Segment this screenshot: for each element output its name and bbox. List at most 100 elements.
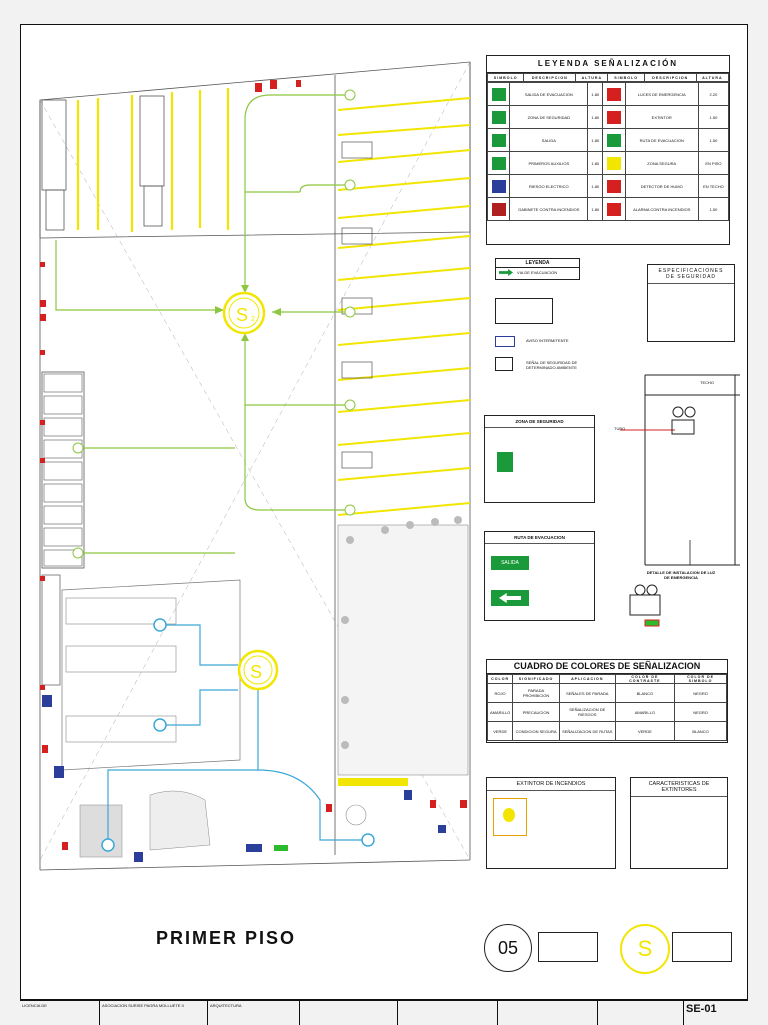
svg-text:S: S: [236, 305, 248, 325]
evacuation-routes-blue: [107, 624, 365, 845]
legend-description: ZONA DE SEGURIDAD: [509, 105, 589, 129]
colores-cell: AMARILLO: [614, 702, 676, 722]
leyenda-title: LEYENDA: [496, 259, 579, 268]
header-altura: ALTURA: [575, 73, 609, 82]
colores-cell: SEÑALIZACION DE RUTAS: [558, 721, 616, 741]
legend-height: 1.80: [587, 128, 604, 152]
sign-icon: [491, 202, 506, 216]
sign-icon: [606, 202, 621, 216]
ruta-evacuacion-title: RUTA DE EVACUACION: [485, 532, 594, 544]
legend-symbol: [486, 82, 511, 106]
note-box: [495, 298, 553, 324]
legend-symbol: [602, 105, 626, 129]
svg-text:S: S: [250, 662, 262, 682]
safety-signs: [40, 80, 467, 850]
header-altura-2: ALTURA: [695, 73, 730, 82]
header-simbolo: SIMBOLO: [486, 73, 525, 82]
legend-symbol: [486, 128, 511, 152]
legend-height: 1.80: [587, 174, 604, 198]
legend-description: DETECTOR DE HUMO: [624, 174, 699, 198]
colores-cell: VERDE: [614, 721, 676, 741]
legend-description: LUCES DE EMERGENCIA: [624, 82, 699, 106]
legend-symbol: [602, 197, 626, 221]
legend-table-title: LEYENDA SEÑALIZACIÓN: [487, 56, 729, 73]
yellow-strip: [338, 778, 408, 786]
parking-stripes-top: [76, 88, 230, 232]
detalle-tubo: TUBO: [614, 426, 626, 431]
colores-cell: BLANCO: [614, 683, 676, 703]
leyenda-box: LEYENDA VIA DE EVACUACION: [495, 258, 580, 280]
s-marker: S: [620, 924, 670, 974]
legend-symbol: [602, 82, 626, 106]
legend-height: 1.80: [587, 197, 604, 221]
title-block-specialty: ARQUITECTURA: [208, 1001, 300, 1025]
legend-description: SALIDA DE EVACUACION: [509, 82, 589, 106]
colores-header: APLICACION: [558, 674, 616, 684]
cuadro-colores-title: CUADRO DE COLORES DE SEÑALIZACION: [487, 660, 727, 674]
colores-cell: PARADA PROHIBICION: [512, 683, 560, 703]
aviso-label: AVISO INTERMITENTE: [526, 338, 569, 343]
colores-cell: AMARILLO: [486, 702, 514, 722]
zona-seguridad-title: ZONA DE SEGURIDAD: [485, 416, 594, 428]
sign-icon: [606, 156, 621, 170]
colores-cell: NEGRO: [674, 683, 727, 703]
extintor-diagram: [493, 798, 527, 836]
cuadro-colores-box: CUADRO DE COLORES DE SEÑALIZACION COLOR S…: [486, 659, 728, 743]
header-simbolo-2: SIMBOLO: [607, 73, 645, 82]
colores-header: COLOR DE SIMBOLO: [674, 674, 727, 684]
sheet-number: 05: [497, 938, 519, 958]
detalle-techo: TECHO: [700, 380, 714, 385]
safe-zone-s1: [237, 649, 279, 691]
sign-icon: [491, 156, 506, 170]
senal-label: SEÑAL DE SEGURIDAD DE DETERMINADO AMBIEN…: [526, 360, 578, 370]
title-block-logo: [498, 1001, 598, 1025]
sign-icon: [606, 87, 621, 101]
colores-cell: VERDE: [486, 721, 514, 741]
leyenda-item: VIA DE EVACUACION: [517, 270, 558, 275]
colores-cell: NEGRO: [674, 702, 727, 722]
aviso-icon: [495, 336, 515, 347]
legend-description: PRIMEROS AUXILIOS: [509, 151, 589, 175]
especificaciones-title: ESPECIFICACIONES DE SEGURIDAD: [648, 265, 734, 284]
legend-height: EN TECHO: [697, 174, 730, 198]
s-marker-letter: S: [637, 936, 653, 961]
colores-header: COLOR DE CONTRASTE: [614, 674, 676, 684]
garden-area: [337, 524, 469, 776]
colores-cell: SEÑALIZACION DE RIESGOS: [558, 702, 616, 722]
legend-description: SALIDA: [509, 128, 589, 152]
svg-text:2: 2: [251, 316, 255, 323]
sheet-number-marker: 05: [484, 924, 532, 972]
colores-header: COLOR: [486, 674, 514, 684]
detalle-title: DETALLE DE INSTALACION DE LUZ DE EMERGEN…: [646, 570, 716, 580]
legend-height: 1.50: [697, 128, 730, 152]
legend-table-grid: SIMBOLO DESCRIPCION ALTURA SIMBOLO DESCR…: [486, 73, 730, 82]
arrow-left-sign: [491, 590, 529, 606]
legend-table: LEYENDA SEÑALIZACIÓN SIMBOLO DESCRIPCION…: [486, 55, 730, 245]
title-block-cell-4: [300, 1001, 398, 1025]
title-block-cell-5: [398, 1001, 498, 1025]
title-block-licencia: LICENCIA DE: [20, 1001, 100, 1025]
header-descripcion-2: DESCRIPCION: [643, 73, 697, 82]
legend-description: ZONA SEGURA: [624, 151, 699, 175]
legend-symbol: [486, 105, 511, 129]
colores-cell: PRECAUCION: [512, 702, 560, 722]
legend-height: 1.80: [587, 105, 604, 129]
sign-icon: [606, 133, 621, 147]
legend-symbol: [602, 151, 626, 175]
salida-sign-label: SALIDA: [501, 560, 519, 566]
sign-icon: [606, 110, 621, 124]
legend-height: 1.80: [587, 151, 604, 175]
title-block-sheet-code: SE-01: [686, 1003, 717, 1015]
legend-symbol: [486, 151, 511, 175]
caracteristicas-title: CARACTERISTICAS DE EXTINTORES: [631, 778, 727, 797]
colores-cell: SEÑALES DE PARADA: [558, 683, 616, 703]
evacuation-routes-green: [55, 94, 350, 554]
